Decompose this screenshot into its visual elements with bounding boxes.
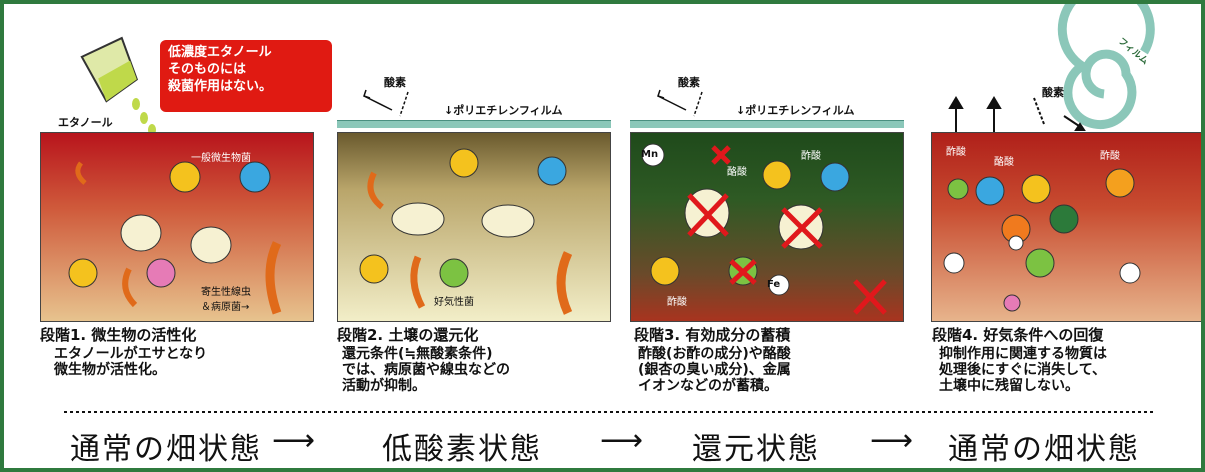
film-label-2: ↓ポリエチレンフィルム (444, 104, 563, 117)
oxygen-arrow-icon (363, 89, 703, 117)
state-3: 還元状態 (692, 432, 820, 467)
state-2: 低酸素状態 (382, 432, 542, 467)
stage2-description: 還元条件(≒無酸素条件) では、病原菌や線虫などの 活動が抑制。 (342, 346, 510, 394)
stage3-panel: Mn Fe 酢酸 酪酸 酢酸 (630, 132, 904, 322)
warning-box: 低濃度エタノール そのものには 殺菌作用はない。 (160, 40, 332, 112)
stage2-illustration (359, 148, 573, 315)
stage1-illustration (68, 161, 282, 315)
mn-ion-label: Mn (641, 149, 659, 160)
film-strip-3 (630, 120, 904, 128)
stage4-panel: 酢酸 酪酸 酢酸 (931, 132, 1201, 322)
stage2-title: 段階2. 土壌の還元化 (337, 326, 479, 344)
film-coil-icon (1057, 4, 1155, 129)
stage3-illustration (641, 143, 887, 315)
stage1-label-microbes: 一般微生物菌 (191, 153, 251, 164)
oxygen-label-2: 酸素 (384, 76, 406, 89)
stage4-label-acetic-1: 酢酸 (946, 147, 966, 158)
stage4-illustration (943, 168, 1141, 312)
stage3-label-butyric: 酪酸 (727, 167, 747, 178)
stage4-label-butyric: 酪酸 (994, 157, 1014, 168)
fe-ion-label: Fe (767, 279, 781, 290)
stage3-description: 酢酸(お酢の成分)や酪酸 (銀杏の臭い成分)、金属 イオンなどのが蓄積。 (638, 346, 791, 394)
stage1-label-pathogens: 寄生性線虫 ＆病原菌→ (201, 287, 251, 313)
beaker-icon (80, 36, 156, 136)
stage4-title: 段階4. 好気条件への回復 (932, 326, 1104, 344)
oxygen-label-4: 酸素 (1042, 86, 1064, 99)
state-arrow-1: ⟶ (272, 423, 316, 458)
stage3-title: 段階3. 有効成分の蓄積 (634, 326, 791, 344)
stage2-label-aerobic: 好気性菌 (434, 297, 474, 308)
decor-layer (64, 4, 1155, 413)
stage2-panel: 好気性菌 (337, 132, 611, 322)
state-arrow-2: ⟶ (600, 423, 644, 458)
stage3-label-acetic-1: 酢酸 (801, 151, 821, 162)
film-strip-2 (337, 120, 611, 128)
stage1-description: エタノールがエサとなり 微生物が活性化。 (54, 346, 208, 378)
stage1-title: 段階1. 微生物の活性化 (40, 326, 197, 344)
state-arrow-3: ⟶ (870, 423, 914, 458)
state-1: 通常の畑状態 (70, 432, 262, 467)
oxygen-label-3: 酸素 (678, 76, 700, 89)
state-4: 通常の畑状態 (948, 432, 1140, 467)
stage3-label-acetic-2: 酢酸 (667, 297, 687, 308)
ethanol-label: エタノール (58, 116, 113, 129)
stage4-description: 抑制作用に関連する物質は 処理後にすぐに消失して、 土壌中に残留しない。 (939, 346, 1107, 394)
stage4-label-acetic-2: 酢酸 (1100, 151, 1120, 162)
film-label-3: ↓ポリエチレンフィルム (736, 104, 855, 117)
stage1-panel: 一般微生物菌 寄生性線虫 ＆病原菌→ (40, 132, 314, 322)
